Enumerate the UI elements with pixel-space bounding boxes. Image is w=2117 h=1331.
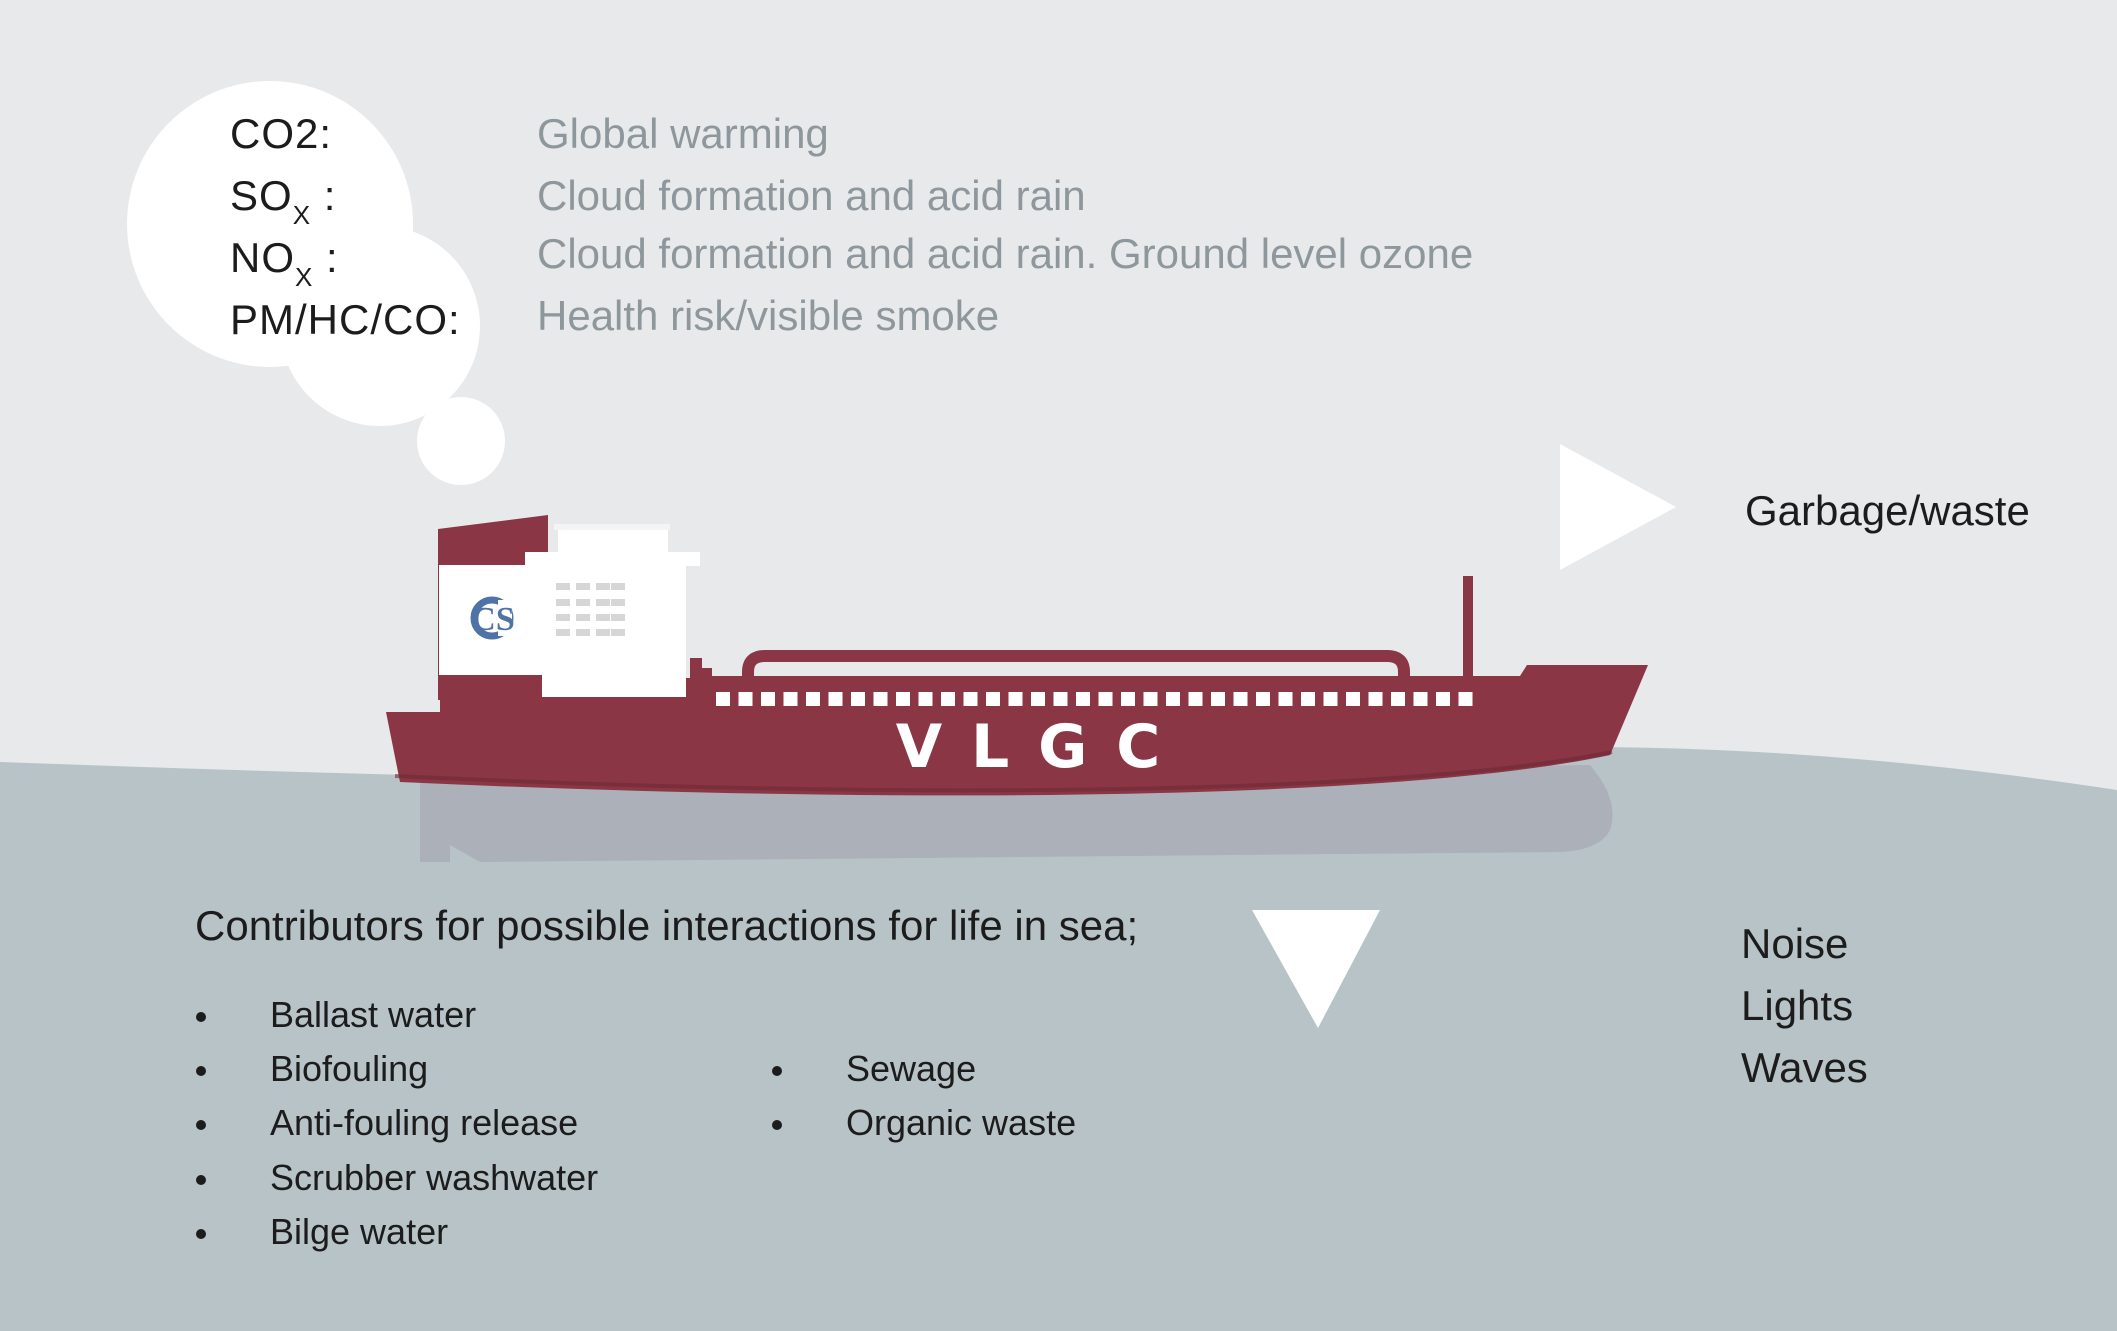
emission-effect-sox: Cloud formation and acid rain [537, 172, 1086, 219]
list-item: Scrubber washwater [270, 1157, 599, 1198]
railing-opening [1143, 692, 1158, 706]
railing-opening [738, 692, 753, 706]
sea-intro: Contributors for possible interactions f… [195, 902, 1139, 949]
effect-noise: Noise [1741, 920, 1849, 967]
railing-opening [783, 692, 798, 706]
bullet [772, 1120, 782, 1130]
emission-label-sox: SOX : [230, 172, 337, 230]
railing-opening [716, 692, 730, 706]
railing-opening [1256, 692, 1270, 706]
bullet [772, 1066, 782, 1076]
emission-effect-co2: Global warming [537, 110, 829, 157]
railing-opening [1098, 692, 1113, 706]
emission-label-nox: NOX : [230, 234, 339, 292]
railing-opening [986, 692, 1000, 706]
railing-opening [1458, 692, 1473, 706]
railing-opening [873, 692, 888, 706]
railing-opening [851, 692, 865, 706]
bullet [196, 1066, 206, 1076]
railing-opening [941, 692, 955, 706]
railing-opening [1436, 692, 1450, 706]
railing-opening [1121, 692, 1135, 706]
railing-opening [1323, 692, 1338, 706]
ship: CS V L G C [386, 515, 1648, 862]
railing-opening [1278, 692, 1293, 706]
company-logo: CS [470, 596, 515, 640]
list-item: Organic waste [846, 1102, 1077, 1143]
railing-opening [1346, 692, 1360, 706]
svg-text:CS: CS [471, 601, 514, 638]
railing-opening [1368, 692, 1383, 706]
sea-surface [0, 747, 2117, 1331]
list-item: Ballast water [270, 994, 477, 1035]
sea-arrow-icon [1252, 910, 1380, 1028]
emission-label-co2: CO2: [230, 110, 333, 157]
garbage-arrow-icon [1560, 444, 1676, 570]
bullet [196, 1012, 206, 1022]
list-item: Bilge water [270, 1211, 449, 1252]
bullet [196, 1175, 206, 1185]
deck-pipe [742, 650, 1410, 690]
railing-opening [1076, 692, 1090, 706]
railing-opening [1188, 692, 1203, 706]
ship-windows [556, 583, 625, 636]
list-item: Sewage [846, 1048, 977, 1089]
railing-opening [1391, 692, 1405, 706]
ship-name: V L G C [896, 712, 1165, 782]
emission-label-pm-hc-co: PM/HC/CO: [230, 296, 461, 343]
list-item: Anti-fouling release [270, 1102, 579, 1143]
deck-railing [716, 692, 1473, 706]
emission-effect-pm-hc-co: Health risk/visible smoke [537, 292, 1000, 339]
garbage-label: Garbage/waste [1745, 487, 2030, 534]
railing-opening [806, 692, 820, 706]
effect-lights: Lights [1741, 982, 1854, 1029]
railing-opening [1413, 692, 1428, 706]
emission-bubble [127, 81, 505, 485]
list-item: Biofouling [270, 1048, 429, 1089]
emission-effect-nox: Cloud formation and acid rain. Ground le… [537, 230, 1474, 277]
railing-opening [1166, 692, 1180, 706]
bullet [196, 1120, 206, 1130]
effect-waves: Waves [1741, 1044, 1868, 1091]
railing-opening [1211, 692, 1225, 706]
railing-opening [761, 692, 775, 706]
railing-opening [896, 692, 910, 706]
railing-opening [1008, 692, 1023, 706]
bullet [196, 1229, 206, 1239]
railing-opening [828, 692, 843, 706]
railing-opening [1233, 692, 1248, 706]
railing-opening [1031, 692, 1045, 706]
railing-opening [1301, 692, 1315, 706]
railing-opening [918, 692, 933, 706]
railing-opening [1053, 692, 1068, 706]
railing-opening [963, 692, 978, 706]
